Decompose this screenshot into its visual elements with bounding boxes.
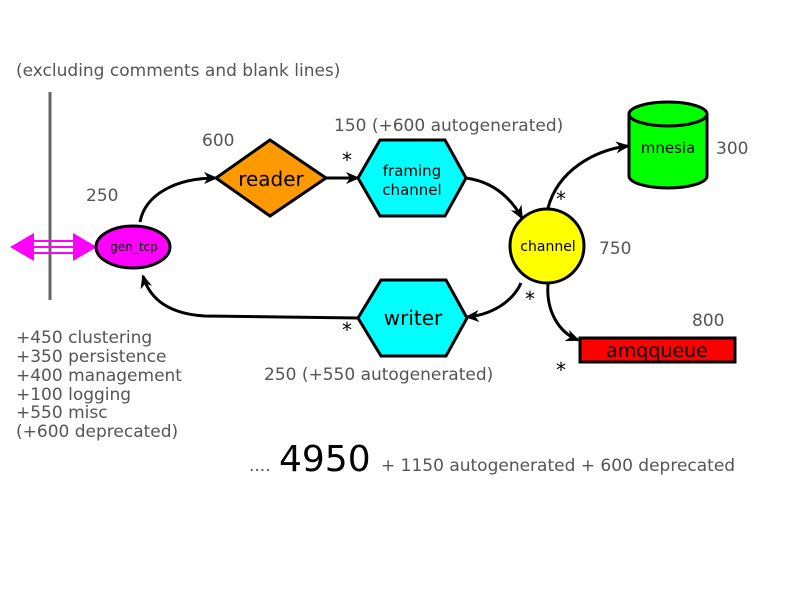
amqqueue-count: 800 — [692, 311, 724, 331]
writer-count: 250 (+550 autogenerated) — [264, 365, 493, 385]
gen-tcp-count: 250 — [86, 186, 118, 206]
extras-item: +450 clustering — [16, 328, 152, 348]
multiplicity-amqqueue: * — [556, 358, 566, 382]
mnesia-count: 300 — [716, 139, 748, 159]
node-mnesia: mnesia — [627, 100, 709, 190]
writer-shape — [356, 278, 469, 358]
multiplicity-reader-framing: * — [342, 148, 352, 172]
node-channel: channel — [508, 207, 586, 285]
total-value: 4950 — [279, 439, 371, 480]
extras-item: +350 persistence — [16, 347, 166, 367]
node-gen-tcp: gen_tcp — [94, 224, 172, 270]
multiplicity-channel-writer: * — [525, 287, 535, 311]
reader-count: 600 — [202, 131, 234, 151]
total-line: .... 4950 + 1150 autogenerated + 600 dep… — [249, 439, 735, 480]
edge-channel-to-writer — [465, 282, 523, 322]
extras-item: +100 logging — [16, 385, 131, 405]
framing-channel-label-line2: channel — [382, 181, 441, 199]
multiplicity-writer-gen-tcp: * — [342, 318, 352, 342]
multiplicity-channel-mnesia: * — [556, 187, 566, 211]
channel-label: channel — [520, 239, 575, 255]
network-connector-icon — [10, 233, 97, 261]
framing-channel-label-line1: framing — [383, 162, 441, 180]
gen-tcp-shape — [94, 224, 172, 270]
edge-channel-amqqueue — [542, 271, 580, 342]
channel-count: 750 — [599, 239, 631, 259]
extras-item: +550 misc — [16, 403, 108, 423]
total-suffix: + 1150 autogenerated + 600 deprecated — [381, 456, 735, 476]
reader-shape — [213, 138, 329, 218]
mnesia-shape-body — [627, 114, 709, 190]
mnesia-shape-top — [627, 100, 709, 128]
mnesia-label: mnesia — [641, 139, 696, 157]
node-framing-channel: framing channel — [356, 138, 468, 218]
node-reader: reader — [213, 138, 329, 218]
writer-label: writer — [384, 306, 443, 330]
reader-label: reader — [238, 167, 304, 191]
channel-shape — [508, 207, 586, 285]
extras-list: +450 clustering +350 persistence +400 ma… — [16, 328, 182, 442]
edge-framing-to-channel — [465, 176, 524, 220]
gen-tcp-label: gen_tcp — [110, 240, 158, 254]
framing-channel-count: 150 (+600 autogenerated) — [334, 116, 563, 136]
edge-channel-mnesia — [539, 141, 630, 222]
header-note: (excluding comments and blank lines) — [16, 61, 340, 81]
extras-item: +400 management — [16, 366, 182, 386]
extras-item: (+600 deprecated) — [16, 422, 178, 442]
edge-gen-tcp-to-reader — [138, 172, 218, 223]
amqqueue-shape — [578, 336, 737, 364]
amqqueue-label: amqqueue — [606, 340, 708, 362]
node-amqqueue: amqqueue — [578, 336, 737, 364]
edge-writer-to-gen-tcp — [140, 274, 359, 320]
total-prefix: .... — [249, 456, 271, 476]
node-writer: writer — [356, 278, 469, 358]
framing-channel-shape — [356, 138, 468, 218]
